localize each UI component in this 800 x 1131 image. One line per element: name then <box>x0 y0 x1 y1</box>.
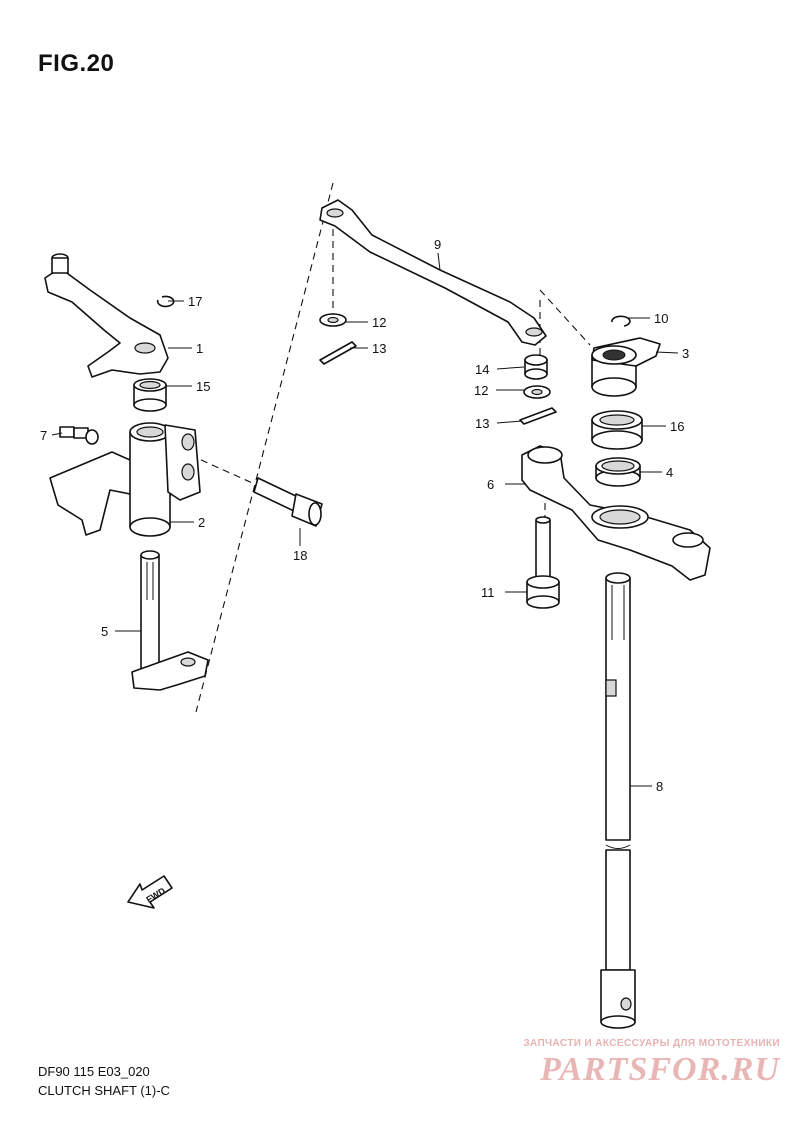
part-7-grease-nipple <box>59 426 99 445</box>
part-16-bushing <box>591 410 643 450</box>
callout-17: 17 <box>188 294 202 309</box>
part-4-ring <box>595 457 641 487</box>
callout-5: 5 <box>101 624 108 639</box>
callout-leaders <box>51 252 679 787</box>
part-14-collar <box>524 354 548 380</box>
callout-13-upper: 13 <box>372 341 386 356</box>
part-2-shaft-holder <box>49 422 201 537</box>
callout-4: 4 <box>666 465 673 480</box>
callout-1: 1 <box>196 341 203 356</box>
callout-13-lower: 13 <box>475 416 489 431</box>
callout-16: 16 <box>670 419 684 434</box>
watermark-logo: PARTSFOR.RU <box>540 1051 780 1088</box>
callout-12-upper: 12 <box>372 315 386 330</box>
callout-12-lower: 12 <box>474 383 488 398</box>
figure-caption: CLUTCH SHAFT (1)-C <box>38 1083 170 1098</box>
part-5-lever-shaft <box>131 550 209 691</box>
part-9-link-rod <box>319 199 547 346</box>
watermark-tagline: ЗАПЧАСТИ И АКСЕССУАРЫ ДЛЯ МОТОТЕХНИКИ <box>523 1038 780 1049</box>
callout-3: 3 <box>682 346 689 361</box>
callout-6: 6 <box>487 477 494 492</box>
callout-8: 8 <box>656 779 663 794</box>
part-10-e-clip <box>611 315 631 327</box>
part-6-cam-lever <box>521 445 711 581</box>
part-8-clutch-shaft <box>600 572 636 1029</box>
fwd-arrow-icon: FWD <box>127 875 173 909</box>
callout-15: 15 <box>196 379 210 394</box>
callout-14: 14 <box>475 362 489 377</box>
figure-title: FIG.20 <box>38 50 115 77</box>
part-11-bolt <box>526 516 560 609</box>
part-15-bushing <box>133 378 167 412</box>
callout-11: 11 <box>481 585 495 600</box>
callout-10: 10 <box>654 311 668 326</box>
callout-7: 7 <box>40 428 47 443</box>
callout-2: 2 <box>198 515 205 530</box>
model-code: DF90 115 E03_020 <box>38 1064 150 1079</box>
part-12-washers <box>319 313 551 399</box>
part-17-e-clip <box>156 295 175 308</box>
part-18-bolt <box>253 477 323 527</box>
part-13-cotter-pins <box>319 341 557 425</box>
callout-18: 18 <box>293 548 307 563</box>
part-3-lever-boss <box>591 337 661 397</box>
watermark: ЗАПЧАСТИ И АКСЕССУАРЫ ДЛЯ МОТОТЕХНИКИ PA… <box>480 1038 780 1089</box>
callout-labels: 1 2 3 4 5 6 7 8 9 10 11 12 12 13 13 14 1… <box>40 237 689 794</box>
part-1-lever-arm <box>44 253 169 378</box>
figure-caption-block: DF90 115 E03_020 CLUTCH SHAFT (1)-C <box>38 1062 170 1100</box>
callout-9: 9 <box>434 237 441 252</box>
